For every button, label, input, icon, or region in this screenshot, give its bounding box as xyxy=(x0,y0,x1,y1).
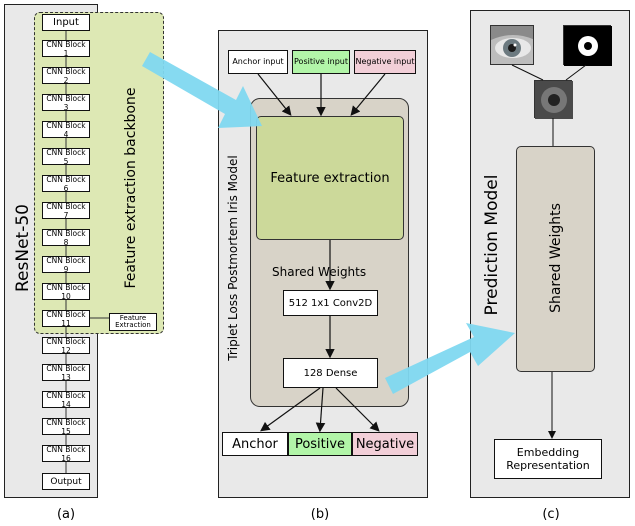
embedding-box: Embedding Representation xyxy=(494,439,602,479)
cnn-block-9: CNN Block 9 xyxy=(42,256,90,274)
cnn-block-1: CNN Block 1 xyxy=(42,40,90,58)
caption-a: (a) xyxy=(56,507,76,522)
positive-input-box: Positive input xyxy=(292,50,350,74)
positive-output-box: Positive xyxy=(288,432,352,456)
shared-weights-label-b: Shared Weights xyxy=(272,265,367,279)
backbone-to-feature-arrow xyxy=(142,52,262,128)
cnn-block-3: CNN Block 3 xyxy=(42,94,90,112)
negative-output-box: Negative xyxy=(352,432,418,456)
feature-extraction-tag: Feature Extraction xyxy=(109,313,157,331)
negative-input-arrow xyxy=(350,73,386,116)
eye-to-iris-line xyxy=(511,64,544,81)
cnn-block-7: CNN Block 7 xyxy=(42,202,90,220)
conv-box: 512 1x1 Conv2D xyxy=(283,290,378,316)
dense-to-anchor-arrow xyxy=(260,387,321,432)
negative-input-box: Negative input xyxy=(354,50,416,74)
normalized-iris-icon xyxy=(534,80,573,119)
dense-box: 128 Dense xyxy=(283,358,378,388)
anchor-output-box: Anchor xyxy=(222,432,288,456)
cnn-block-8: CNN Block 8 xyxy=(42,229,90,247)
cnn-block-11: CNN Block 11 xyxy=(42,310,90,328)
shared-weights-box-c xyxy=(516,146,595,372)
cnn-block-10: CNN Block 10 xyxy=(42,283,90,301)
cnn-block-12: CNN Block 12 xyxy=(42,337,90,355)
anchor-input-box: Anchor input xyxy=(228,50,288,74)
cnn-block-13: CNN Block 13 xyxy=(42,364,90,382)
output-box: Output xyxy=(42,473,90,490)
feature-extraction-box: Feature extraction xyxy=(256,116,404,240)
cnn-block-14: CNN Block 14 xyxy=(42,391,90,409)
caption-c: (c) xyxy=(542,507,560,522)
mask-to-iris-line xyxy=(565,64,587,81)
eye-image-icon xyxy=(490,25,534,65)
dense-to-positive-arrow xyxy=(315,387,326,433)
caption-b: (b) xyxy=(310,507,330,522)
cnn-block-16: CNN Block 16 xyxy=(42,445,90,463)
cnn-block-4: CNN Block 4 xyxy=(42,121,90,139)
cnn-block-6: CNN Block 6 xyxy=(42,175,90,193)
input-box: Input xyxy=(42,14,90,31)
iris-mask-icon xyxy=(563,25,612,66)
anchor-input-arrow xyxy=(257,73,292,116)
feature-extraction-label: Feature extraction xyxy=(270,170,390,186)
dense-to-negative-arrow xyxy=(335,387,380,432)
dense-to-prediction-arrow xyxy=(385,323,515,394)
cnn-block-15: CNN Block 15 xyxy=(42,418,90,436)
cnn-block-5: CNN Block 5 xyxy=(42,148,90,166)
cnn-block-2: CNN Block 2 xyxy=(42,67,90,85)
